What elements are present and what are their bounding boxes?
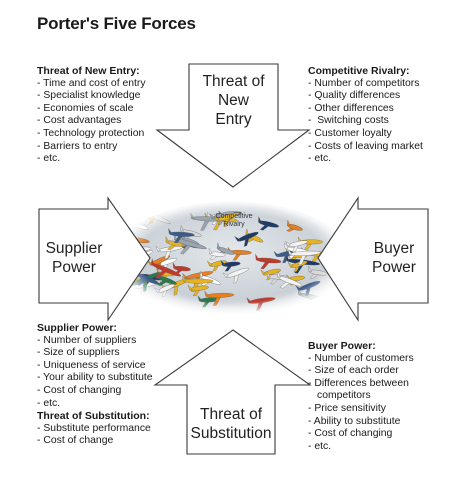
threat-substitution-heading: Threat of Substitution: [37,410,150,423]
list-item: Substitute performance [37,423,153,436]
list-item: Switching costs [308,115,423,128]
supplier-power-arrow [38,196,151,322]
list-item: etc. [308,153,423,166]
threat-substitution-arrow-label: Threat of Substitution [186,405,276,443]
list-item: Technology protection [37,128,146,141]
arrow-label-line: Entry [215,111,252,128]
center-label-line: Competitive [215,213,253,220]
list-item: Other differences [308,103,423,116]
list-item: etc. [37,153,146,166]
list-item: Uniqueness of service [37,360,153,373]
list-item: Costs of leaving market [308,141,423,154]
threat-new-entry-arrow [155,63,311,188]
supplier-power-arrow-label: Supplier Power [40,239,108,277]
supplier-power-heading: Supplier Power: [37,322,117,334]
arrow-label-line: Power [52,259,96,276]
supplier-power-block: Supplier Power: Number of suppliers Size… [37,322,153,448]
list-item: Barriers to entry [37,141,146,154]
arrow-label-line: Supplier [45,240,103,257]
arrow-label-line: New [217,92,249,109]
competitive-rivalry-label: Competitive Rivalry [204,213,264,229]
arrow-label-line: Threat of [202,73,265,90]
list-item: Number of customers [308,353,413,366]
list-item: Cost of change [37,435,153,448]
list-item: Price sensitivity [308,403,414,416]
list-item: Number of competitors [308,78,423,91]
list-item: Size of suppliers [37,347,153,360]
list-item: Number of suppliers [37,335,153,348]
arrow-label-line: Power [372,259,416,276]
supplier-power-list: Number of suppliers Size of suppliers Un… [37,335,153,411]
buyer-power-heading: Buyer Power: [308,340,376,352]
list-item: etc. [308,441,414,454]
buyer-power-arrow-label: Buyer Power [360,239,428,277]
competitive-rivalry-list: Number of competitors Quality difference… [308,78,423,166]
list-item: Size of each order [308,365,414,378]
buyer-power-list: Number of customers Size of each order D… [308,353,414,454]
competitive-rivalry-block: Competitive Rivalry: Number of competito… [308,65,423,166]
list-item: Differences between [308,378,414,391]
buyer-power-arrow [317,196,429,322]
buyer-power-block: Buyer Power: Number of customers Size of… [308,340,414,453]
page-title: Porter's Five Forces [37,14,196,33]
list-item: Your ability to substitute [37,372,152,385]
list-item: etc. [37,398,153,411]
list-item: competitors [317,390,371,402]
threat-new-entry-arrow-label: Threat of New Entry [189,72,278,129]
threat-substitution-arrow [153,329,312,455]
center-label-line: Rivalry [223,221,245,228]
threat-new-entry-heading: Threat of New Entry: [37,65,140,77]
threat-new-entry-block: Threat of New Entry: Time and cost of en… [37,65,146,166]
competitive-rivalry-heading: Competitive Rivalry: [308,65,410,77]
list-item: Ability to substitute [308,416,414,429]
arrow-label-line: Substitution [190,425,272,442]
list-item: Specialist knowledge [37,90,146,103]
arrow-label-line: Buyer [373,240,415,257]
threat-substitution-list: Substitute performance Cost of change [37,423,153,448]
list-item: Customer loyalty [308,128,423,141]
list-item: Cost of changing [37,385,153,398]
list-item: Time and cost of entry [37,78,145,91]
list-item: Quality differences [308,90,423,103]
list-item: Cost advantages [37,115,146,128]
threat-new-entry-list: Time and cost of entry Specialist knowle… [37,78,146,166]
arrow-label-line: Threat of [199,406,263,423]
list-item: Cost of changing [308,428,414,441]
list-item: Economies of scale [37,103,146,116]
